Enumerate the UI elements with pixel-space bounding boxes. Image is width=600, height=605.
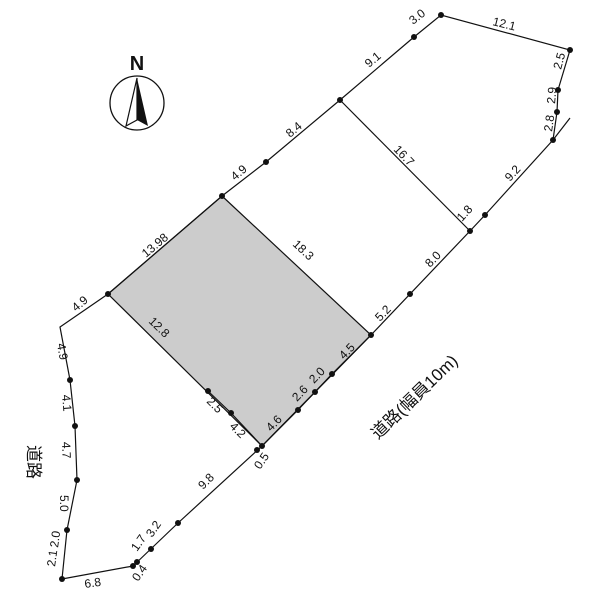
dim-label: 8.0	[422, 248, 444, 270]
dim-label: 2.1	[44, 549, 60, 568]
dim-label: 12.1	[491, 14, 517, 33]
dim-label: 9.2	[502, 162, 524, 184]
survey-point	[105, 291, 111, 297]
survey-point	[438, 12, 444, 18]
dim-label: 2.9	[544, 86, 559, 104]
dim-label: 9.8	[195, 470, 217, 492]
survey-point	[219, 193, 225, 199]
dim-label: 9.1	[362, 49, 384, 71]
survey-point	[72, 423, 78, 429]
compass-label: N	[130, 53, 144, 75]
survey-point	[254, 447, 260, 453]
survey-point	[74, 477, 80, 483]
survey-point	[205, 388, 211, 394]
survey-point	[554, 109, 560, 115]
dim-label: 8.4	[283, 119, 305, 141]
dim-label: 3.2	[143, 518, 164, 540]
survey-point	[175, 520, 181, 526]
division-line	[339, 99, 471, 232]
survey-point	[263, 159, 269, 165]
survey-point	[148, 546, 154, 552]
dim-label: 1.7	[128, 532, 149, 554]
dim-label: 4.9	[54, 342, 71, 361]
survey-point	[467, 228, 473, 234]
dim-label: 16.7	[391, 142, 418, 169]
dim-label: 18.3	[290, 237, 317, 263]
survey-point	[337, 97, 343, 103]
dim-label: 4.1	[59, 394, 74, 412]
survey-point	[59, 576, 65, 582]
survey-point	[64, 527, 70, 533]
survey-point	[67, 377, 73, 383]
dim-label: 4.9	[228, 162, 250, 184]
dim-label: 3.0	[406, 6, 428, 28]
survey-point	[312, 389, 318, 395]
north-boundary-line	[413, 14, 571, 141]
dim-label: 4.9	[69, 293, 91, 315]
survey-point	[329, 371, 335, 377]
survey-point	[228, 410, 234, 416]
north-arrow-icon: N	[109, 53, 165, 131]
survey-point	[130, 563, 136, 569]
west-boundary-line	[59, 293, 134, 580]
survey-point	[567, 47, 573, 53]
survey-point	[555, 87, 561, 93]
road-main-label: 道路(幅員10m)	[368, 351, 462, 443]
survey-point	[550, 137, 556, 143]
survey-point	[482, 212, 488, 218]
survey-point	[259, 443, 265, 449]
dim-label: 2.5	[550, 51, 568, 71]
dim-label: 5.0	[57, 495, 71, 512]
survey-point	[368, 332, 374, 338]
survey-points	[59, 12, 573, 582]
lot-bottom-boundary	[207, 334, 372, 447]
survey-point	[134, 559, 140, 565]
survey-point	[411, 34, 417, 40]
subject-lot	[107, 195, 372, 447]
road-side-label: 道路	[24, 445, 43, 479]
road-frontage-line	[132, 117, 571, 567]
dim-label: 2.8	[541, 114, 557, 133]
survey-point	[407, 291, 413, 297]
survey-point	[295, 407, 301, 413]
dim-label: 5.2	[372, 302, 394, 324]
dim-label: 4.7	[59, 442, 74, 459]
dim-label: 1.8	[454, 202, 476, 224]
dim-label: 2.0	[47, 530, 63, 549]
dim-label: 6.8	[83, 575, 102, 591]
